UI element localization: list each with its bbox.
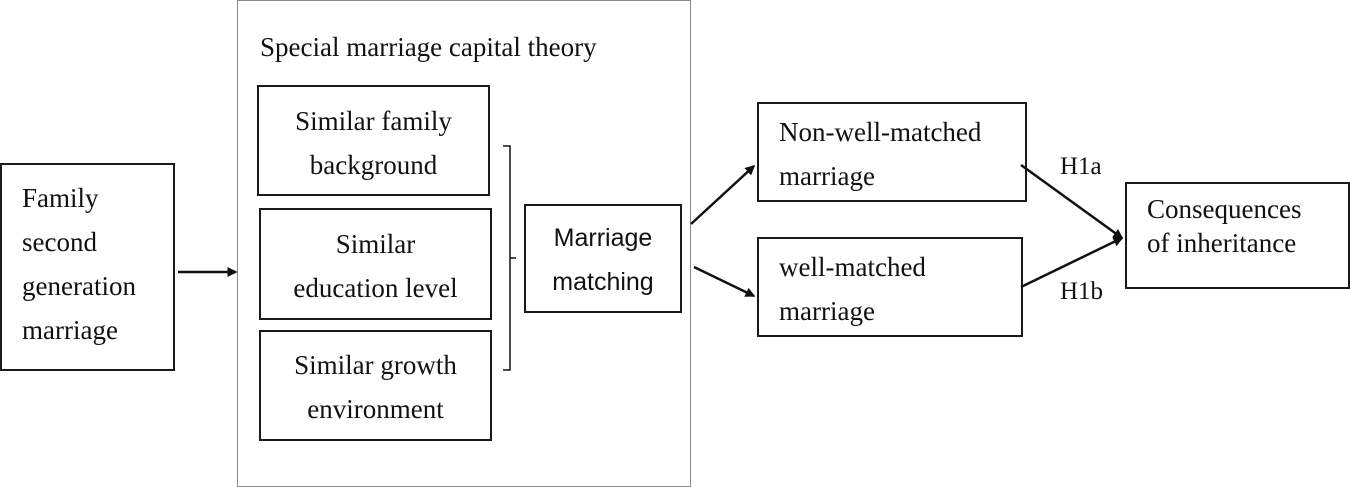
marriage-matching-line-1: Marriage <box>553 224 653 252</box>
well-matched-line-1: well-matched <box>779 252 926 282</box>
similar-growth-environment-box <box>259 330 492 441</box>
family-line-1: Family <box>22 183 99 213</box>
family-line-4: marriage <box>22 315 118 345</box>
non-well-matched-line-1: Non-well-matched <box>779 117 982 147</box>
similar-family-line-1: Similar family <box>295 106 452 136</box>
similar-education-line-1: Similar <box>335 229 416 259</box>
arrow-matching-to-well-matched <box>693 265 756 298</box>
similar-education-level-label: Similar education level <box>259 222 492 310</box>
similar-growth-line-2: environment <box>307 394 444 424</box>
similar-education-line-2: education level <box>293 273 458 303</box>
family-line-2: second <box>22 227 97 257</box>
similar-education-level-box <box>259 208 492 320</box>
consequences-of-inheritance-label: Consequences of inheritance <box>1147 192 1301 260</box>
h1b-label: H1b <box>1060 278 1104 305</box>
arrow-h1b <box>1020 236 1124 289</box>
arrow-h1a <box>1020 163 1124 240</box>
well-matched-line-2: marriage <box>779 296 875 326</box>
marriage-matching-label: Marriage matching <box>524 216 682 304</box>
consequences-line-1: Consequences <box>1147 194 1302 224</box>
theory-panel-title: Special marriage capital theory <box>260 32 597 62</box>
marriage-matching-box <box>524 204 682 313</box>
similarity-bracket <box>503 145 516 371</box>
family-line-3: generation <box>22 271 136 301</box>
consequences-of-inheritance-box <box>1125 182 1350 289</box>
similar-growth-environment-label: Similar growth environment <box>259 343 492 431</box>
well-matched-marriage-box <box>757 237 1023 337</box>
arrow-matching-to-non-well-matched <box>690 164 756 225</box>
similar-family-line-2: background <box>309 150 438 180</box>
non-well-matched-line-2: marriage <box>779 161 875 191</box>
similar-family-background-label: Similar family background <box>257 99 490 187</box>
h1a-label: H1a <box>1060 153 1102 180</box>
well-matched-marriage-label: well-matched marriage <box>779 245 926 333</box>
similar-family-background-box <box>257 85 490 196</box>
consequences-line-2: of inheritance <box>1147 228 1297 258</box>
non-well-matched-marriage-label: Non-well-matched marriage <box>779 110 981 198</box>
non-well-matched-marriage-box <box>757 102 1027 202</box>
marriage-matching-line-2: matching <box>552 268 654 296</box>
family-second-generation-label: Family second generation marriage <box>22 176 136 352</box>
similar-growth-line-1: Similar growth <box>294 350 457 380</box>
family-second-generation-box <box>0 163 175 371</box>
